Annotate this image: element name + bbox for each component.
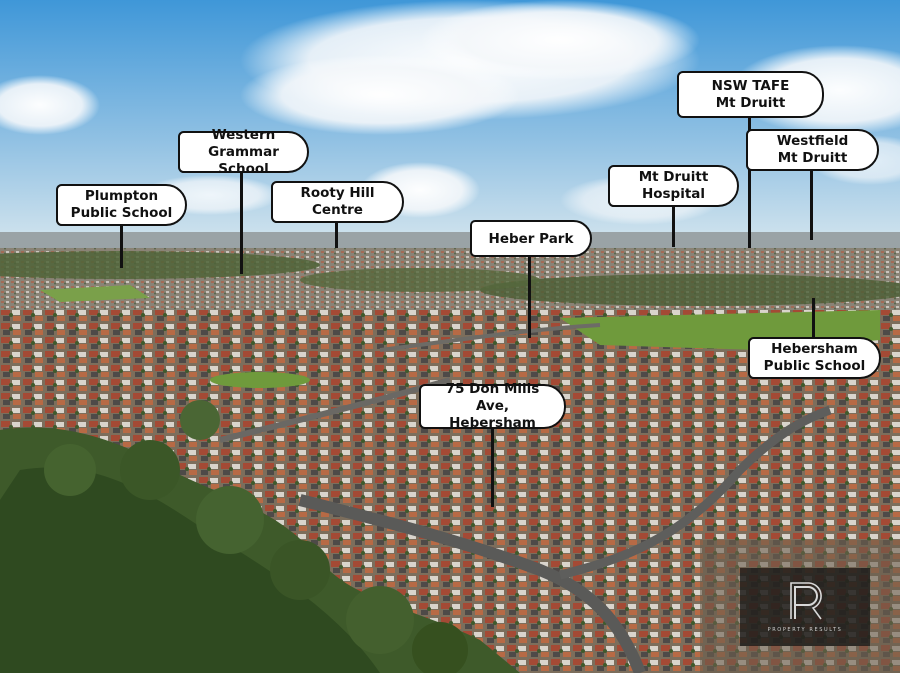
property-results-logo: PROPERTY RESULTS (740, 568, 870, 646)
pin-subject-property (491, 427, 494, 507)
label-plumpton-public-school: Plumpton Public School (56, 184, 187, 226)
pin-westfield-mt-druitt (810, 170, 813, 240)
label-nsw-tafe-mt-druitt: NSW TAFE Mt Druitt (677, 71, 824, 118)
label-western-grammar-school: Western Grammar School (178, 127, 309, 177)
label-hebersham-public-school: Hebersham Public School (748, 337, 881, 379)
label-mt-druitt-hospital: Mt Druitt Hospital (608, 165, 739, 207)
pin-hebersham-public-school (812, 298, 815, 340)
pin-western-grammar-school (240, 170, 243, 274)
label-westfield-mt-druitt: Westfield Mt Druitt (746, 129, 879, 171)
pin-mt-druitt-hospital (672, 205, 675, 247)
pin-plumpton-public-school (120, 224, 123, 268)
pin-nsw-tafe-mt-druitt (748, 116, 751, 248)
property-results-logo-text: PROPERTY RESULTS (767, 627, 843, 633)
label-rooty-hill-centre: Rooty Hill Centre (271, 181, 404, 223)
label-subject-property: 75 Don Mills Ave, Hebersham (419, 381, 566, 431)
pin-heber-park (528, 256, 531, 338)
property-results-logo-icon (790, 582, 822, 620)
pin-rooty-hill-centre (335, 222, 338, 248)
label-heber-park: Heber Park (470, 220, 592, 257)
